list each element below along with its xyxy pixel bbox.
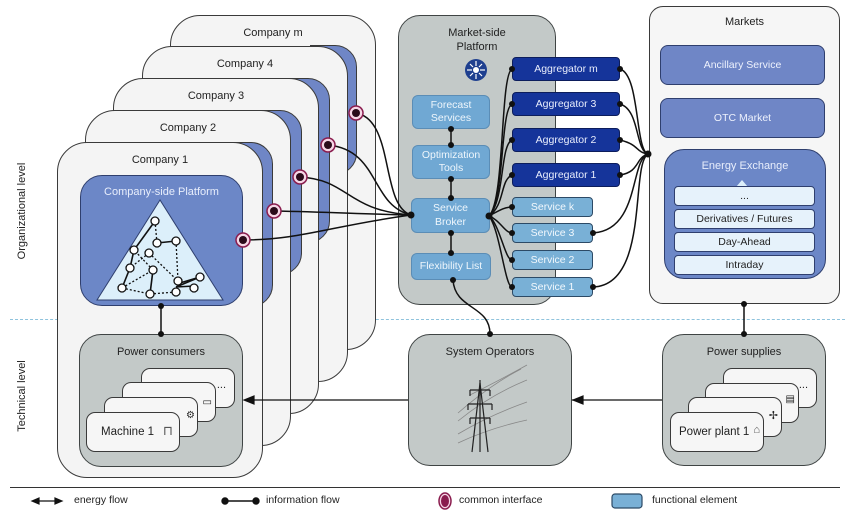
exchange-layer-intraday[interactable]: Intraday <box>674 255 815 275</box>
forecast-services[interactable]: Forecast Services <box>412 95 490 129</box>
company-title: Company 4 <box>216 58 274 70</box>
power-consumers-title: Power consumers <box>116 346 206 358</box>
service-k[interactable]: Service k <box>512 197 593 217</box>
market-platform-title-2: Platform <box>456 41 498 53</box>
power-plant-label: Power plant 1 <box>679 426 750 438</box>
fe-line1: Forecast <box>430 98 472 111</box>
supply-more: ... <box>798 379 808 391</box>
fe-line1: Optimization <box>421 148 481 161</box>
company-title: Company 2 <box>159 122 217 134</box>
fe-line2: Services <box>430 112 472 124</box>
otc-market[interactable]: OTC Market <box>660 98 825 138</box>
aggregator-2[interactable]: Aggregator 2 <box>512 128 620 152</box>
aggregator-3[interactable]: Aggregator 3 <box>512 92 620 116</box>
company-side-platform[interactable]: Company-side Platform <box>80 175 243 306</box>
level-divider <box>10 319 845 320</box>
blue-box-icon <box>611 493 643 509</box>
solar-panel-icon: ▤ <box>785 394 795 405</box>
supply-card-power-plant-1[interactable]: Power plant 1 ⌂ <box>670 412 764 452</box>
company-title: Company m <box>243 27 303 39</box>
legend-common-interface: common interface <box>459 494 543 506</box>
exchange-layer-day-ahead[interactable]: Day-Ahead <box>674 232 815 252</box>
exchange-layer-derivatives[interactable]: Derivatives / Futures <box>674 209 815 229</box>
fe-line1: Flexibility List <box>419 259 483 272</box>
robot-arm-icon: ⚙ <box>186 410 195 421</box>
system-operators-box[interactable]: System Operators <box>408 334 572 466</box>
markets-title: Markets <box>724 16 765 28</box>
system-operators-title: System Operators <box>445 346 535 358</box>
service-2[interactable]: Service 2 <box>512 250 593 270</box>
exchange-layer-more[interactable]: ... <box>674 186 815 206</box>
technical-level-label: Technical level <box>16 360 28 432</box>
interface-ring-icon <box>438 492 452 510</box>
market-platform-title-1: Market-side <box>448 27 506 39</box>
cooling-tower-icon: ⌂ <box>753 424 760 436</box>
flexibility-list[interactable]: Flexibility List <box>411 253 491 280</box>
service-1[interactable]: Service 1 <box>512 277 593 297</box>
aggregator-1[interactable]: Aggregator 1 <box>512 163 620 187</box>
organizational-level-label: Organizational level <box>16 162 28 260</box>
double-arrow-icon <box>30 497 64 505</box>
consumer-card-machine-1[interactable]: Machine 1 ⊓ <box>86 412 180 452</box>
service-broker[interactable]: Service Broker <box>411 198 490 233</box>
air-conditioner-icon: ▭ <box>202 397 212 408</box>
machine-label: Machine 1 <box>101 426 155 438</box>
fe-line1: Service <box>432 202 468 215</box>
ancillary-service[interactable]: Ancillary Service <box>660 45 825 85</box>
aggregator-m[interactable]: Aggregator m <box>512 57 620 81</box>
fe-line2: Broker <box>435 215 466 228</box>
company-title: Company 1 <box>131 154 189 166</box>
machine-tool-icon: ⊓ <box>162 423 173 438</box>
fe-line2: Tools <box>438 162 464 174</box>
company-title: Company 3 <box>187 90 245 102</box>
wind-turbine-icon: ✢ <box>768 410 778 422</box>
legend-energy-flow: energy flow <box>74 494 128 506</box>
legend-functional-element: functional element <box>652 494 738 506</box>
dot-line-icon <box>221 497 260 505</box>
optimization-tools[interactable]: Optimization Tools <box>412 145 490 179</box>
legend-divider <box>10 487 840 488</box>
energy-exchange-title: Energy Exchange <box>701 160 789 172</box>
company-platform-title: Company-side Platform <box>104 186 219 198</box>
power-supplies-title: Power supplies <box>706 346 782 358</box>
service-3[interactable]: Service 3 <box>512 223 593 243</box>
consumer-more: ... <box>216 379 226 391</box>
legend-information-flow: information flow <box>266 494 340 506</box>
